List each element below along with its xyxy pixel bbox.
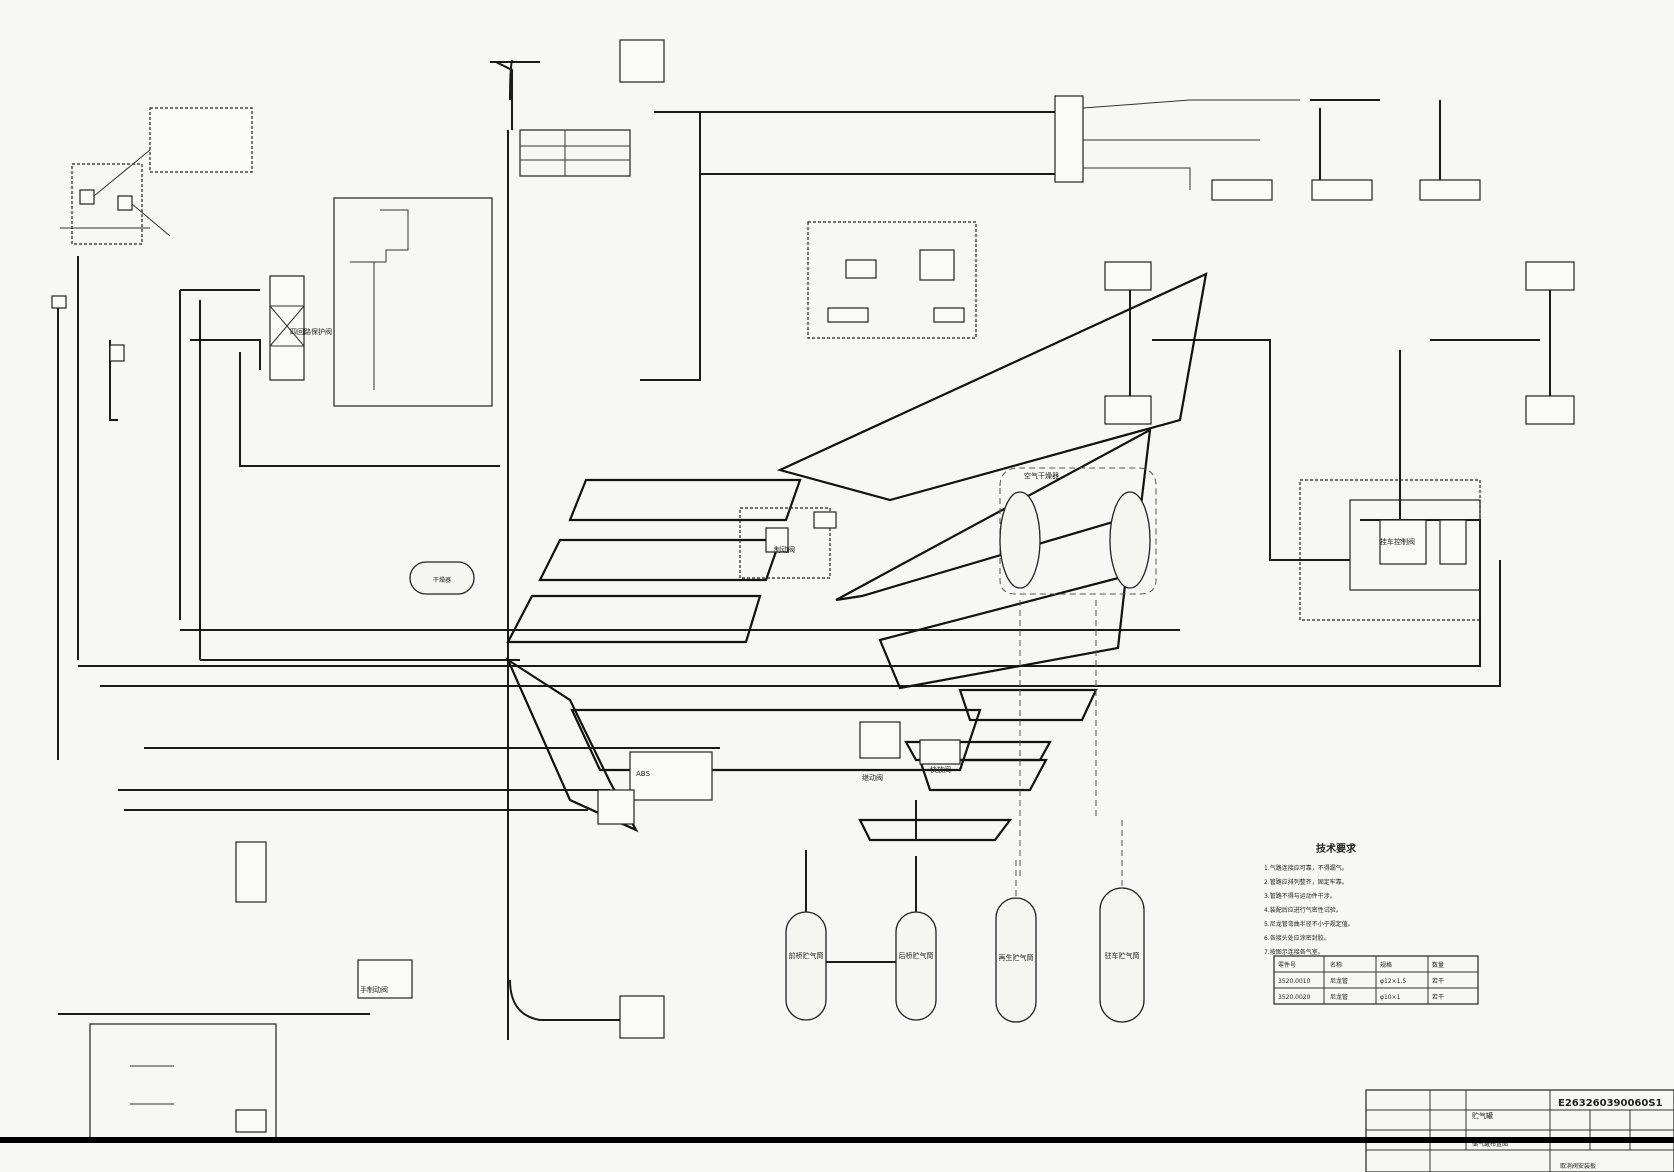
chassis-frames <box>505 272 1208 842</box>
svg-text:再生贮气筒: 再生贮气筒 <box>999 953 1034 962</box>
tank: 驻车贮气筒 <box>1099 887 1145 1023</box>
svg-text:快放阀: 快放阀 <box>930 765 951 774</box>
svg-text:φ10×1: φ10×1 <box>1380 994 1401 1001</box>
svg-text:制动阀: 制动阀 <box>774 545 795 554</box>
center-top-dashed-box <box>807 221 977 339</box>
svg-text:储气罐布置图: 储气罐布置图 <box>1472 1140 1508 1148</box>
bottom-tanks: 前桥贮气筒 后桥贮气筒 再生贮气筒 驻车贮气筒 <box>785 800 1145 1023</box>
svg-text:数量: 数量 <box>1432 961 1444 969</box>
lower-left-valve <box>89 841 413 1143</box>
svg-text:名称: 名称 <box>1330 961 1342 969</box>
svg-text:取消阀安装板: 取消阀安装板 <box>1560 1162 1596 1170</box>
svg-text:技术要求: 技术要求 <box>1316 842 1357 855</box>
component-labels: 制动阀 继动阀 四回路保护阀 挂车控制阀 快放阀 ABS 手制动阀 空气干燥器 <box>290 327 1415 994</box>
tank: 再生贮气筒 <box>995 897 1037 1023</box>
parts-table: 零件号 名称 规格 数量 3520.0010 尼龙管 φ12×1.5 若干 35… <box>1273 955 1479 1005</box>
svg-text:若干: 若干 <box>1432 993 1444 1001</box>
svg-text:6.各接头处应涂密封胶。: 6.各接头处应涂密封胶。 <box>1264 934 1330 942</box>
svg-text:干燥器: 干燥器 <box>433 576 451 584</box>
center-valve-cluster <box>597 507 961 825</box>
svg-text:ABS: ABS <box>636 770 650 778</box>
svg-text:若干: 若干 <box>1432 977 1444 985</box>
svg-text:尼龙管: 尼龙管 <box>1330 977 1348 985</box>
svg-text:继动阀: 继动阀 <box>862 773 883 782</box>
svg-text:3520.0020: 3520.0020 <box>1278 994 1311 1001</box>
top-right-valves <box>1054 95 1481 201</box>
svg-text:1.气路连接应可靠，不得漏气。: 1.气路连接应可靠，不得漏气。 <box>1264 864 1348 872</box>
right-valve-block <box>1299 479 1481 621</box>
svg-text:驻车贮气筒: 驻车贮气筒 <box>1105 951 1140 960</box>
svg-text:后桥贮气筒: 后桥贮气筒 <box>899 951 934 960</box>
svg-text:挂车控制阀: 挂车控制阀 <box>1380 537 1415 546</box>
svg-text:7.按图示连接各气室。: 7.按图示连接各气室。 <box>1264 948 1324 956</box>
air-dryer: 干燥器 <box>409 561 475 595</box>
svg-text:贮气罐: 贮气罐 <box>1472 1111 1493 1120</box>
center-right-tank-group <box>999 467 1157 880</box>
top-center-pipe <box>490 39 665 1040</box>
svg-text:前桥贮气筒: 前桥贮气筒 <box>789 951 824 960</box>
svg-text:规格: 规格 <box>1380 961 1392 969</box>
left-valve-block <box>179 275 500 660</box>
middle-left-dashed-box <box>333 197 493 407</box>
tank: 后桥贮气筒 <box>895 911 937 1021</box>
tank: 前桥贮气筒 <box>785 911 827 1021</box>
title-block: 贮气罐 E263260390060S1 取消阀安装板 储气罐布置图 <box>1365 1089 1674 1172</box>
technical-notes: 技术要求 1.气路连接应可靠，不得漏气。 2.管路应排列整齐，固定牢靠。 3.管… <box>1264 842 1357 956</box>
svg-text:零件号: 零件号 <box>1278 961 1296 969</box>
svg-text:尼龙管: 尼龙管 <box>1330 993 1348 1001</box>
svg-text:3520.0010: 3520.0010 <box>1278 978 1311 985</box>
svg-text:2.管路应排列整齐，固定牢靠。: 2.管路应排列整齐，固定牢靠。 <box>1264 878 1348 886</box>
top-left-valve-group <box>51 107 253 760</box>
svg-text:E263260390060S1: E263260390060S1 <box>1558 1098 1663 1109</box>
svg-text:4.装配后应进行气密性试验。: 4.装配后应进行气密性试验。 <box>1264 906 1342 914</box>
svg-text:四回路保护阀: 四回路保护阀 <box>290 327 332 336</box>
svg-text:手制动阀: 手制动阀 <box>360 985 388 994</box>
right-spring-brakes <box>1104 261 1575 561</box>
svg-text:φ12×1.5: φ12×1.5 <box>1380 978 1406 985</box>
svg-text:3.管路不得与运动件干涉。: 3.管路不得与运动件干涉。 <box>1264 892 1336 900</box>
svg-text:空气干燥器: 空气干燥器 <box>1024 471 1059 480</box>
svg-text:5.尼龙管弯曲半径不小于规定值。: 5.尼龙管弯曲半径不小于规定值。 <box>1264 920 1354 928</box>
